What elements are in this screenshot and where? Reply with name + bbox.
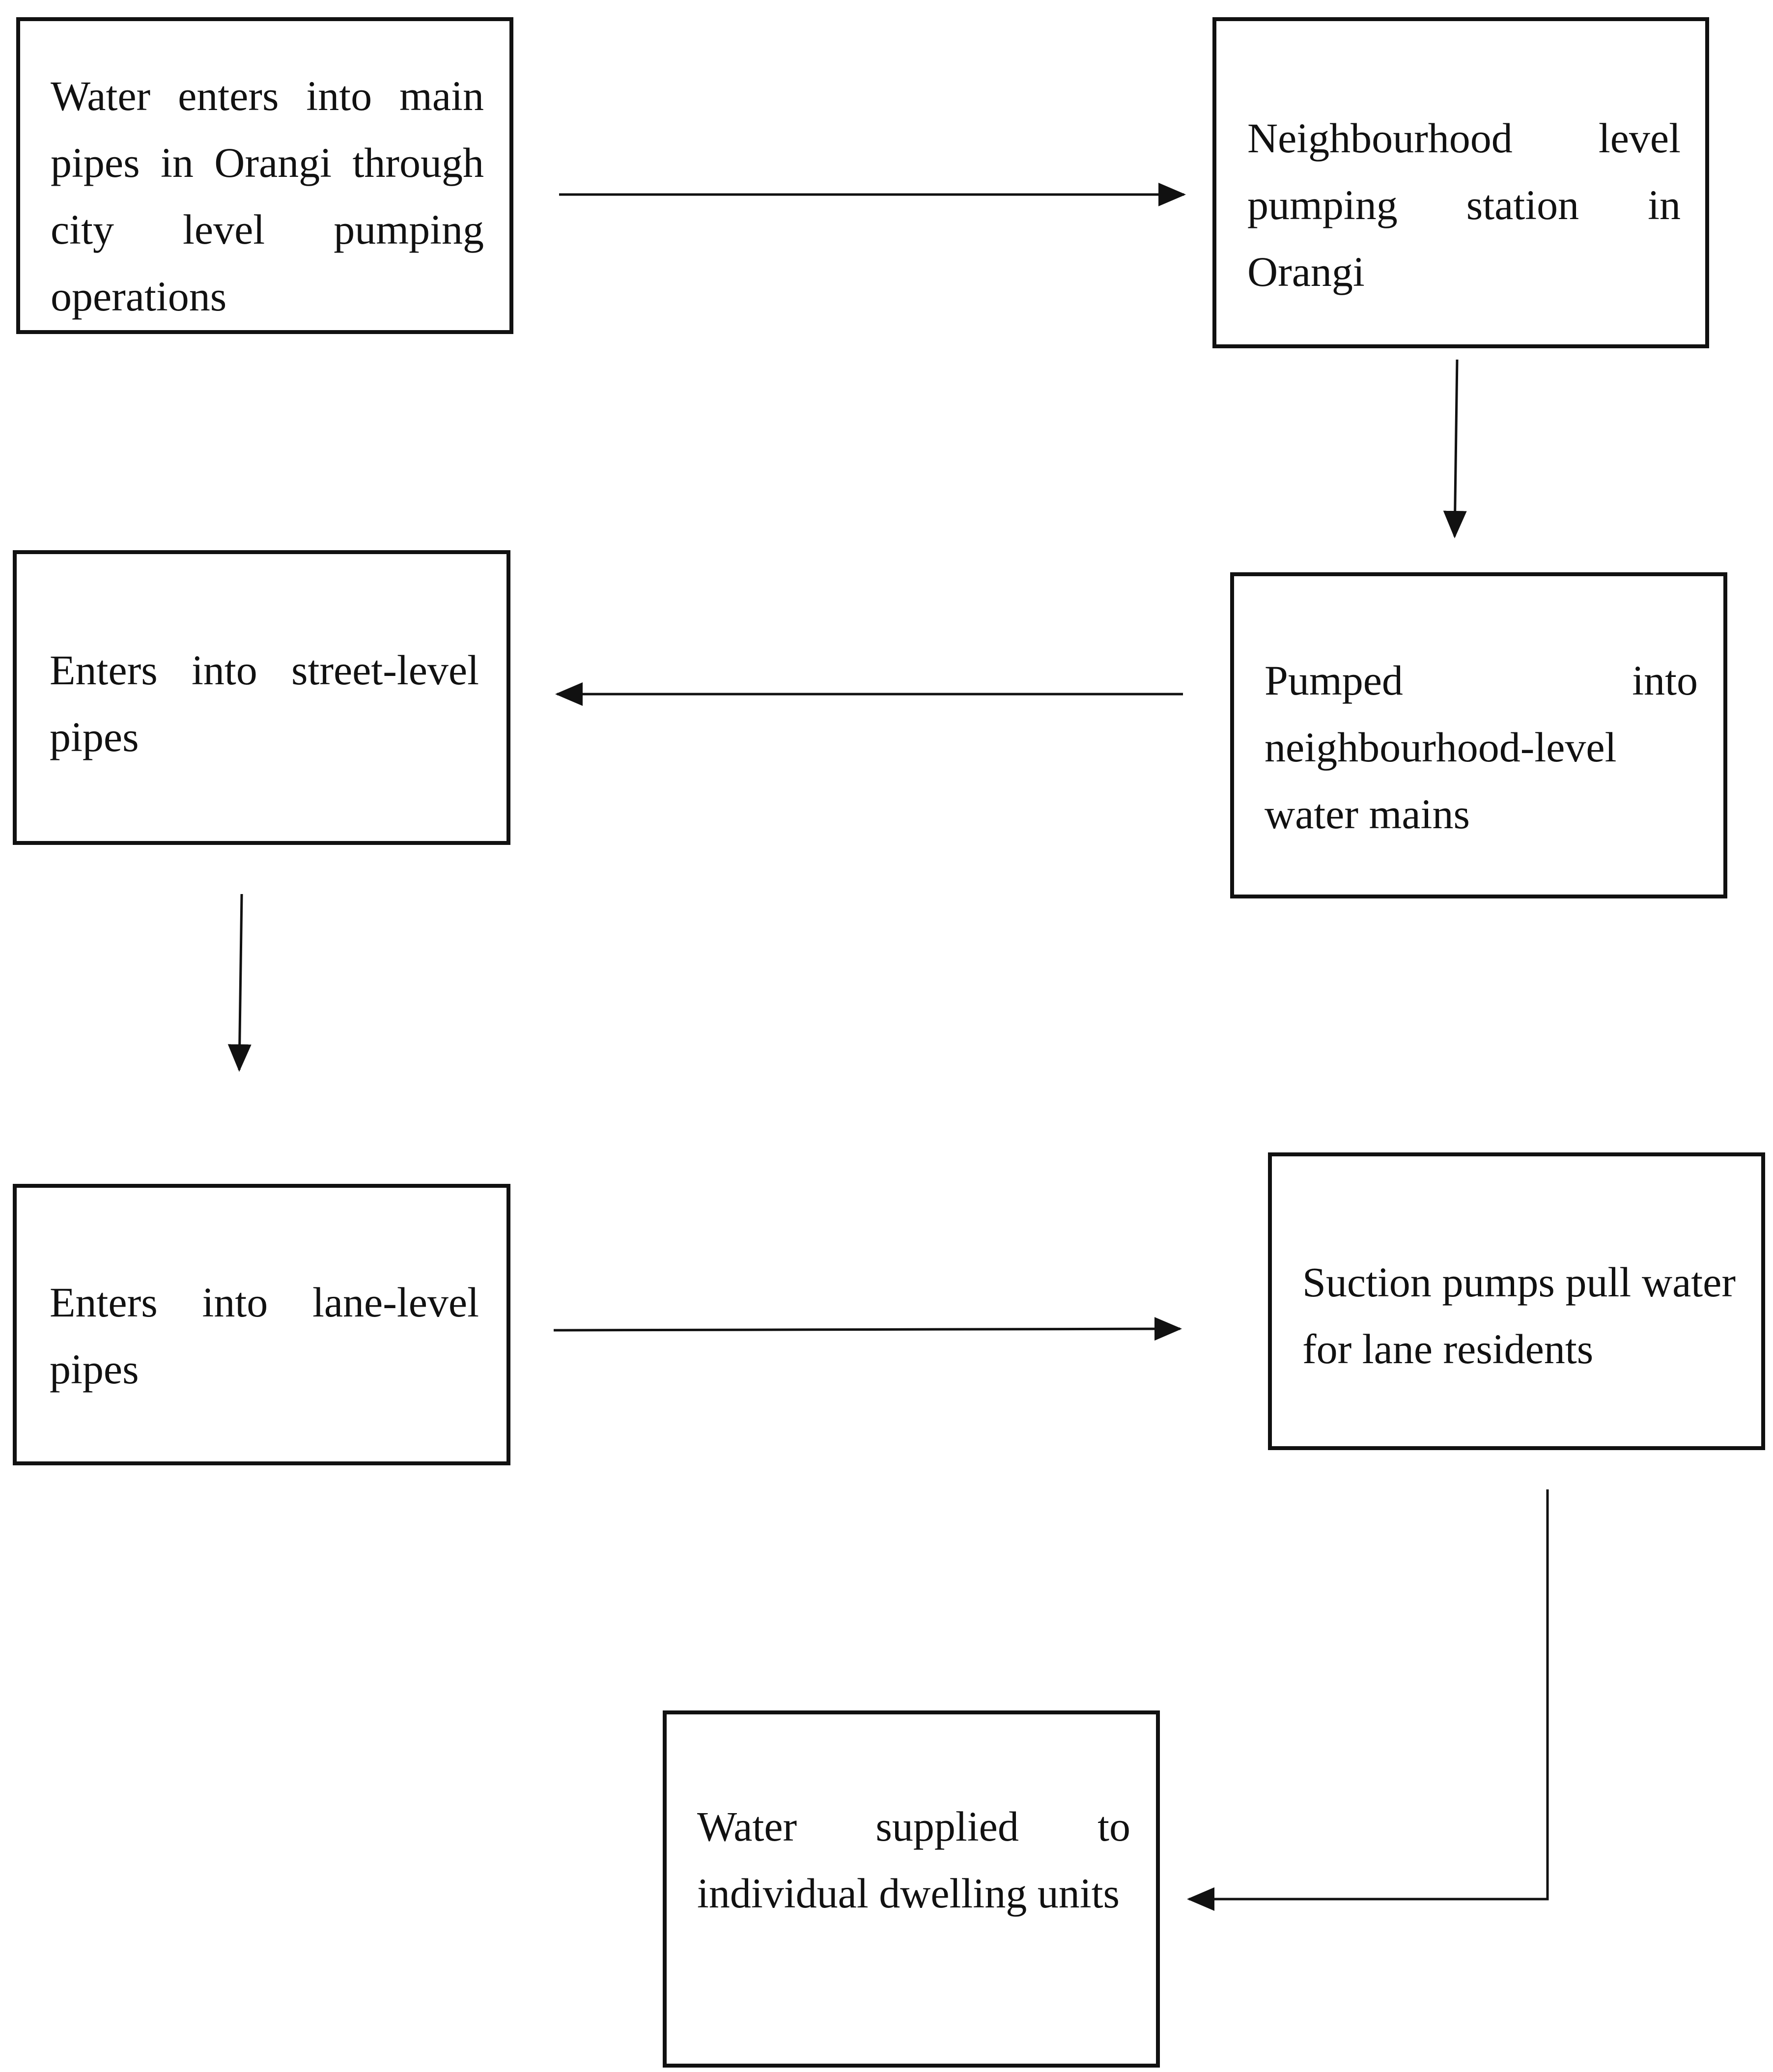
node-label: Suction pumps pull water for lane reside…: [1302, 1259, 1736, 1372]
node-neighbourhood-water-mains: Pumped into neighbourhood-level water ma…: [1230, 572, 1727, 898]
node-label: Water enters into main pipes in Orangi t…: [51, 72, 484, 320]
node-label: Water supplied to individual dwelling un…: [697, 1803, 1130, 1917]
node-street-level-pipes: Enters into street-level pipes: [13, 550, 510, 845]
node-label: Neighbourhood level pumping station in O…: [1247, 114, 1681, 295]
arrow-lane-pipes-to-suction-pumps: [553, 1317, 1182, 1341]
node-neighbourhood-pumping-station: Neighbourhood level pumping station in O…: [1212, 17, 1709, 348]
arrow-pumping-station-to-water-mains: [1443, 359, 1467, 538]
node-dwelling-units: Water supplied to individual dwelling un…: [663, 1710, 1160, 2068]
node-label: Enters into lane-level pipes: [50, 1279, 479, 1393]
arrow-suction-pumps-to-dwelling-units: [1187, 1489, 1549, 1911]
node-suction-pumps: Suction pumps pull water for lane reside…: [1268, 1152, 1765, 1450]
node-label: Pumped into neighbourhood-level water ma…: [1265, 657, 1698, 838]
node-label: Enters into street-level pipes: [50, 646, 479, 760]
node-main-pipes: Water enters into main pipes in Orangi t…: [16, 17, 513, 334]
arrow-street-pipes-to-lane-pipes: [227, 894, 252, 1072]
node-lane-level-pipes: Enters into lane-level pipes: [13, 1184, 510, 1465]
